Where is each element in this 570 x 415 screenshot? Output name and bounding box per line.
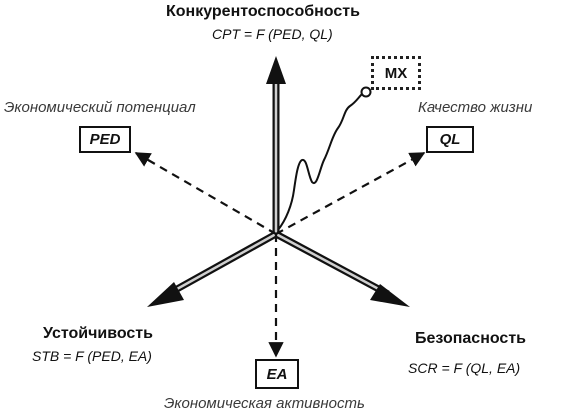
trajectory-endpoint — [360, 86, 372, 98]
box-ea: EA — [255, 359, 299, 389]
title-stability: Устойчивость — [43, 325, 153, 342]
formula-competitiveness: CPT = F (PED, QL) — [212, 26, 333, 42]
arrow-lower-left-stability — [147, 230, 278, 307]
arrow-lower-right-security — [274, 230, 410, 307]
formula-stability: STB = F (PED, EA) — [32, 348, 152, 364]
dashed-arrow-ped — [134, 152, 277, 235]
box-ql: QL — [426, 126, 474, 153]
arrow-up-competitiveness — [266, 56, 286, 234]
box-mx: MX — [371, 56, 421, 90]
dashed-arrow-ql — [275, 152, 426, 235]
label-quality-of-life: Качество жизни — [418, 99, 533, 116]
label-economic-potential: Экономический потенциал — [4, 99, 196, 116]
formula-security: SCR = F (QL, EA) — [408, 360, 521, 376]
label-economic-activity: Экономическая активность — [164, 395, 365, 412]
title-security: Безопасность — [415, 330, 526, 347]
title-competitiveness: Конкурентоспособность — [166, 3, 360, 20]
trajectory-curve — [277, 93, 363, 231]
box-ped: PED — [79, 126, 131, 153]
